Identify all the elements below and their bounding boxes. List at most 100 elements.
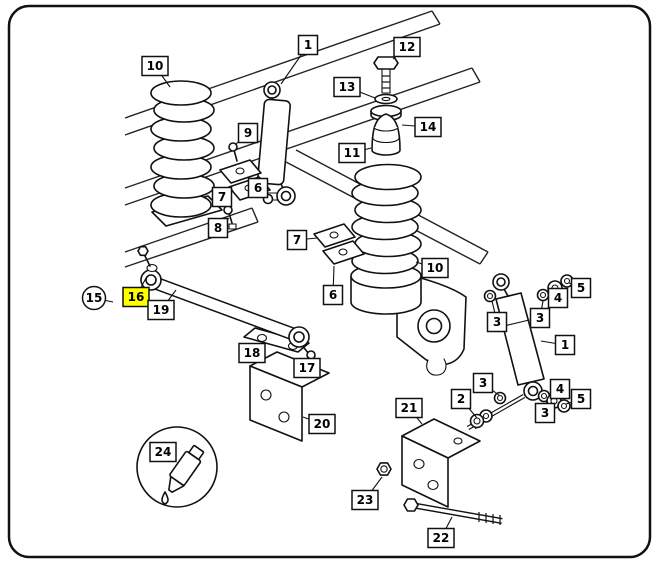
label-box-21: [395, 397, 423, 419]
bolt-8: [223, 205, 237, 230]
clamp-plates-right: [313, 223, 365, 265]
label-text-4-bottom: 4: [556, 382, 564, 396]
bump-stop-buffer: [371, 113, 401, 156]
part-label-23: 23: [351, 476, 383, 511]
label-text-6-top: 6: [254, 181, 262, 195]
label-box-5-top: [570, 277, 592, 299]
label-box-12: [393, 36, 421, 58]
shock-absorber-top: [257, 81, 296, 206]
label-text-20: 20: [314, 417, 331, 431]
part-label-12: 12: [392, 36, 421, 60]
label-box-3-bottom: [534, 402, 556, 424]
part-label-3-bottom: 3: [534, 399, 556, 424]
part-label-15: 15: [81, 285, 114, 311]
part-label-5-top: 5: [568, 277, 592, 299]
label-box-7-left: [211, 186, 233, 208]
label-box-10-left: [141, 55, 169, 77]
label-box-17: [293, 357, 321, 379]
bump-stop-assembly: [370, 56, 402, 156]
bump-stop-washer: [374, 93, 398, 105]
label-box-8: [207, 217, 229, 239]
part-label-10-left: 10: [141, 55, 171, 88]
label-box-1-right: [554, 334, 576, 356]
label-box-13: [333, 76, 361, 98]
label-text-10-left: 10: [147, 59, 164, 73]
part-label-4-bottom: 4: [549, 378, 571, 400]
label-box-11: [338, 142, 366, 164]
label-box-14: [414, 116, 442, 138]
label-text-19: 19: [153, 303, 170, 317]
label-text-6-right: 6: [329, 288, 337, 302]
bolt-9: [228, 142, 238, 162]
label-text-21: 21: [401, 401, 418, 415]
part-label-1-right: 1: [540, 334, 576, 356]
label-box-7-right: [286, 229, 308, 251]
bolt-22: [403, 498, 503, 525]
part-label-3-bottom-left: 3: [472, 372, 501, 397]
label-text-22: 22: [433, 531, 450, 545]
part-label-6-right: 6: [322, 265, 344, 306]
label-box-6-top: [247, 177, 269, 199]
label-text-12: 12: [399, 40, 416, 54]
label-text-14: 14: [420, 120, 437, 134]
coil-spring-left: [150, 80, 215, 218]
label-text-16: 16: [128, 290, 145, 304]
bump-stop-bolt: [373, 56, 399, 94]
label-text-7-right: 7: [293, 233, 301, 247]
part-label-7-left: 7: [211, 186, 234, 208]
label-box-3-bottom-left: [472, 372, 494, 394]
label-text-18: 18: [244, 346, 261, 360]
part-label-11: 11: [338, 142, 372, 164]
label-box-3-top: [529, 307, 551, 329]
grease-tube-detail: [136, 426, 218, 508]
part-label-24: 24: [149, 441, 177, 463]
label-text-23: 23: [357, 493, 374, 507]
label-box-4-bottom: [549, 378, 571, 400]
label-text-3-bottom: 3: [541, 406, 549, 420]
part-label-6-top: 6: [247, 177, 269, 199]
label-box-2: [450, 388, 472, 410]
label-text-3-top: 3: [536, 311, 544, 325]
label-box-highlight-16: [122, 286, 150, 308]
rod-end-bolt-16: [137, 245, 158, 273]
label-text-3-bottom-left: 3: [479, 376, 487, 390]
label-text-1-right: 1: [561, 338, 569, 352]
part-label-3-top-left: 3: [486, 300, 508, 333]
shock-absorber-right: [492, 273, 545, 401]
label-circle-15: [81, 285, 107, 311]
label-text-5-bottom: 5: [577, 392, 585, 406]
part-label-4-top: 4: [547, 287, 569, 309]
label-box-22: [427, 527, 455, 549]
part-label-13: 13: [333, 76, 376, 99]
part-label-9: 9: [235, 122, 259, 145]
label-text-13: 13: [339, 80, 356, 94]
grease-tube-icon: [168, 444, 205, 493]
part-label-20: 20: [302, 413, 336, 435]
part-label-8: 8: [207, 217, 230, 239]
label-text-3-top-left: 3: [493, 315, 501, 329]
coil-spring-right: [351, 163, 422, 275]
label-text-4-top: 4: [554, 291, 562, 305]
panhard-rod: [137, 245, 310, 348]
part-label-1-top: 1: [280, 34, 319, 85]
label-box-1-top: [297, 34, 319, 56]
label-box-5-bottom: [570, 388, 592, 410]
label-text-8: 8: [214, 221, 222, 235]
part-label-10-right: 10: [415, 257, 449, 279]
label-text-5-top: 5: [577, 281, 585, 295]
label-text-10-right: 10: [427, 261, 444, 275]
label-box-23: [351, 489, 379, 511]
part-label-7-right: 7: [286, 229, 318, 251]
bracket-20: [249, 351, 330, 442]
part-label-5-bottom: 5: [565, 388, 592, 410]
label-text-1-top: 1: [304, 38, 312, 52]
nut-23: [376, 462, 392, 476]
label-text-11: 11: [344, 146, 361, 160]
mounting-plate-18: [243, 327, 310, 353]
label-box-20: [308, 413, 336, 435]
label-box-9: [237, 122, 259, 144]
part-label-18: 18: [238, 342, 266, 364]
